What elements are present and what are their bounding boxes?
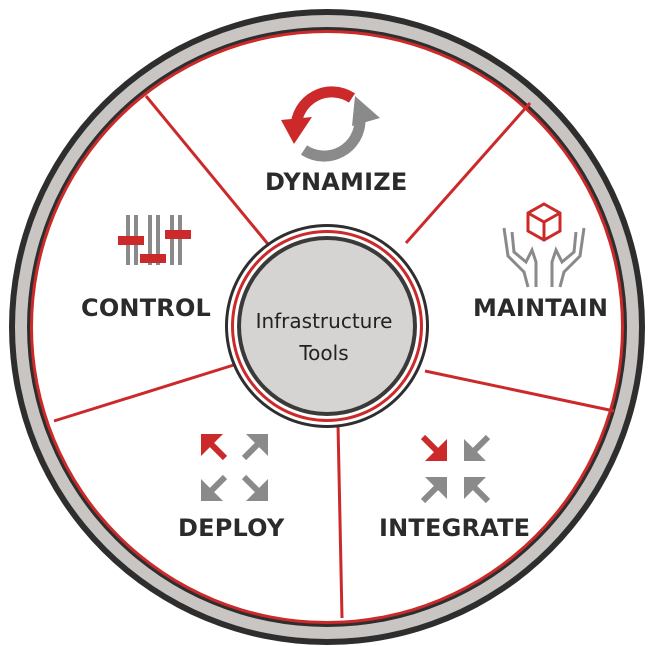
spoke-left (53, 362, 238, 423)
spoke-bottom (336, 423, 344, 619)
hub-face (241, 240, 413, 412)
segment-label-integrate: INTEGRATE (379, 514, 531, 542)
sync-arrows-icon (281, 86, 380, 162)
segment-label-dynamize: DYNAMIZE (265, 168, 408, 196)
hands-holding-box-icon (502, 202, 586, 288)
spokes (53, 95, 615, 619)
arrows-converge-icon (420, 434, 491, 504)
spoke-top-right (404, 102, 532, 244)
segment-label-maintain: MAINTAIN (473, 294, 609, 322)
segment-label-control: CONTROL (81, 294, 212, 322)
arrows-expand-icon (201, 434, 268, 501)
hub-title-line1: Infrastructure (255, 309, 393, 333)
sliders-icon (118, 215, 191, 265)
segment-label-deploy: DEPLOY (178, 514, 285, 542)
hub-title: Infrastructure Tools (224, 305, 424, 369)
hub-title-line2: Tools (299, 341, 349, 365)
spoke-top-left (144, 95, 274, 250)
spoke-right (424, 369, 615, 413)
